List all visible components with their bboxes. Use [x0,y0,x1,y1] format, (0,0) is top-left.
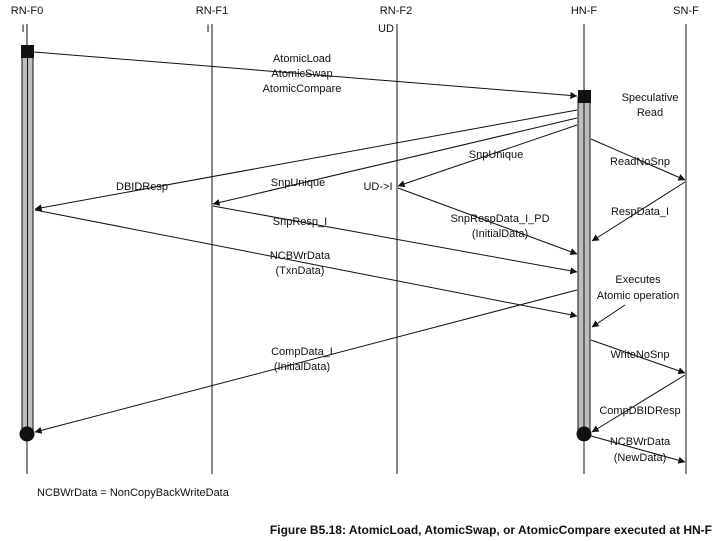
label-snpresp: SnpResp_I [273,216,327,228]
node-rnf1-state: I [206,23,209,35]
label-atomiccompare: AtomicCompare [263,83,342,95]
label-executes: Executes [615,274,661,286]
arrow-writenosnp [590,339,686,375]
footnote: NCBWrData = NonCopyBackWriteData [37,487,230,499]
label-ud-to-i: UD->I [363,181,392,193]
label-atomicswap: AtomicSwap [271,68,332,80]
arrow-compdata [34,289,578,434]
arrow-snpresp [212,205,578,275]
label-compdata: CompData_I [271,346,333,358]
label-snpunique-rnf2: SnpUnique [469,149,523,161]
label-ncbwrdata-txn: NCBWrData [270,250,331,262]
arrow-compdbidresp [591,374,686,433]
label-atomicload: AtomicLoad [273,53,331,65]
label-compdbidresp: CompDBIDResp [599,405,680,417]
label-ncbwrdata-txndata: (TxnData) [276,265,325,277]
node-rnf0-state: I [21,23,24,35]
arrow-respdata [591,181,686,242]
label-ncbwrdata-new: NCBWrData [610,436,671,448]
start-marker-rnf0 [21,45,34,58]
arrow-snpunique-rnf2 [397,124,578,188]
label-compdata-initial: (InitialData) [274,361,330,373]
end-marker-hnf [576,426,592,442]
label-atomic-operation: Atomic operation [597,290,680,302]
arrow-ncbwrdata-new [590,435,686,464]
arrow-dbidresp [34,109,578,212]
arrow-executes [591,304,626,328]
label-snprespdata-initial: (InitialData) [472,228,528,240]
label-snpunique-rnf1: SnpUnique [271,177,325,189]
arrow-readnosnp [590,138,686,181]
label-ncbwrdata-newdata: (NewData) [614,452,667,464]
label-speculative: Speculative [622,92,679,104]
arrow-ncbwrdata-txn [34,209,578,319]
end-marker-rnf0 [19,426,35,442]
label-snprespdata: SnpRespData_I_PD [450,213,549,225]
node-hnf-name: HN-F [571,5,598,17]
arrow-snprespdata [397,187,578,255]
label-read: Read [637,107,663,119]
node-rnf2-name: RN-F2 [380,5,412,17]
node-rnf0-name: RN-F0 [11,5,43,17]
label-readnosnp: ReadNoSnp [610,156,670,168]
label-respdata: RespData_I [611,206,669,218]
arrow-snpunique-rnf1 [212,117,578,206]
node-rnf1-name: RN-F1 [196,5,228,17]
arrow-atomic-request [33,51,578,99]
node-rnf2-state: UD [378,23,394,35]
node-snf-name: SN-F [673,5,699,17]
start-marker-hnf [578,90,591,103]
label-writenosnp: WriteNoSnp [610,349,669,361]
label-dbidresp: DBIDResp [116,181,168,193]
figure-caption: Figure B5.18: AtomicLoad, AtomicSwap, or… [270,523,712,537]
